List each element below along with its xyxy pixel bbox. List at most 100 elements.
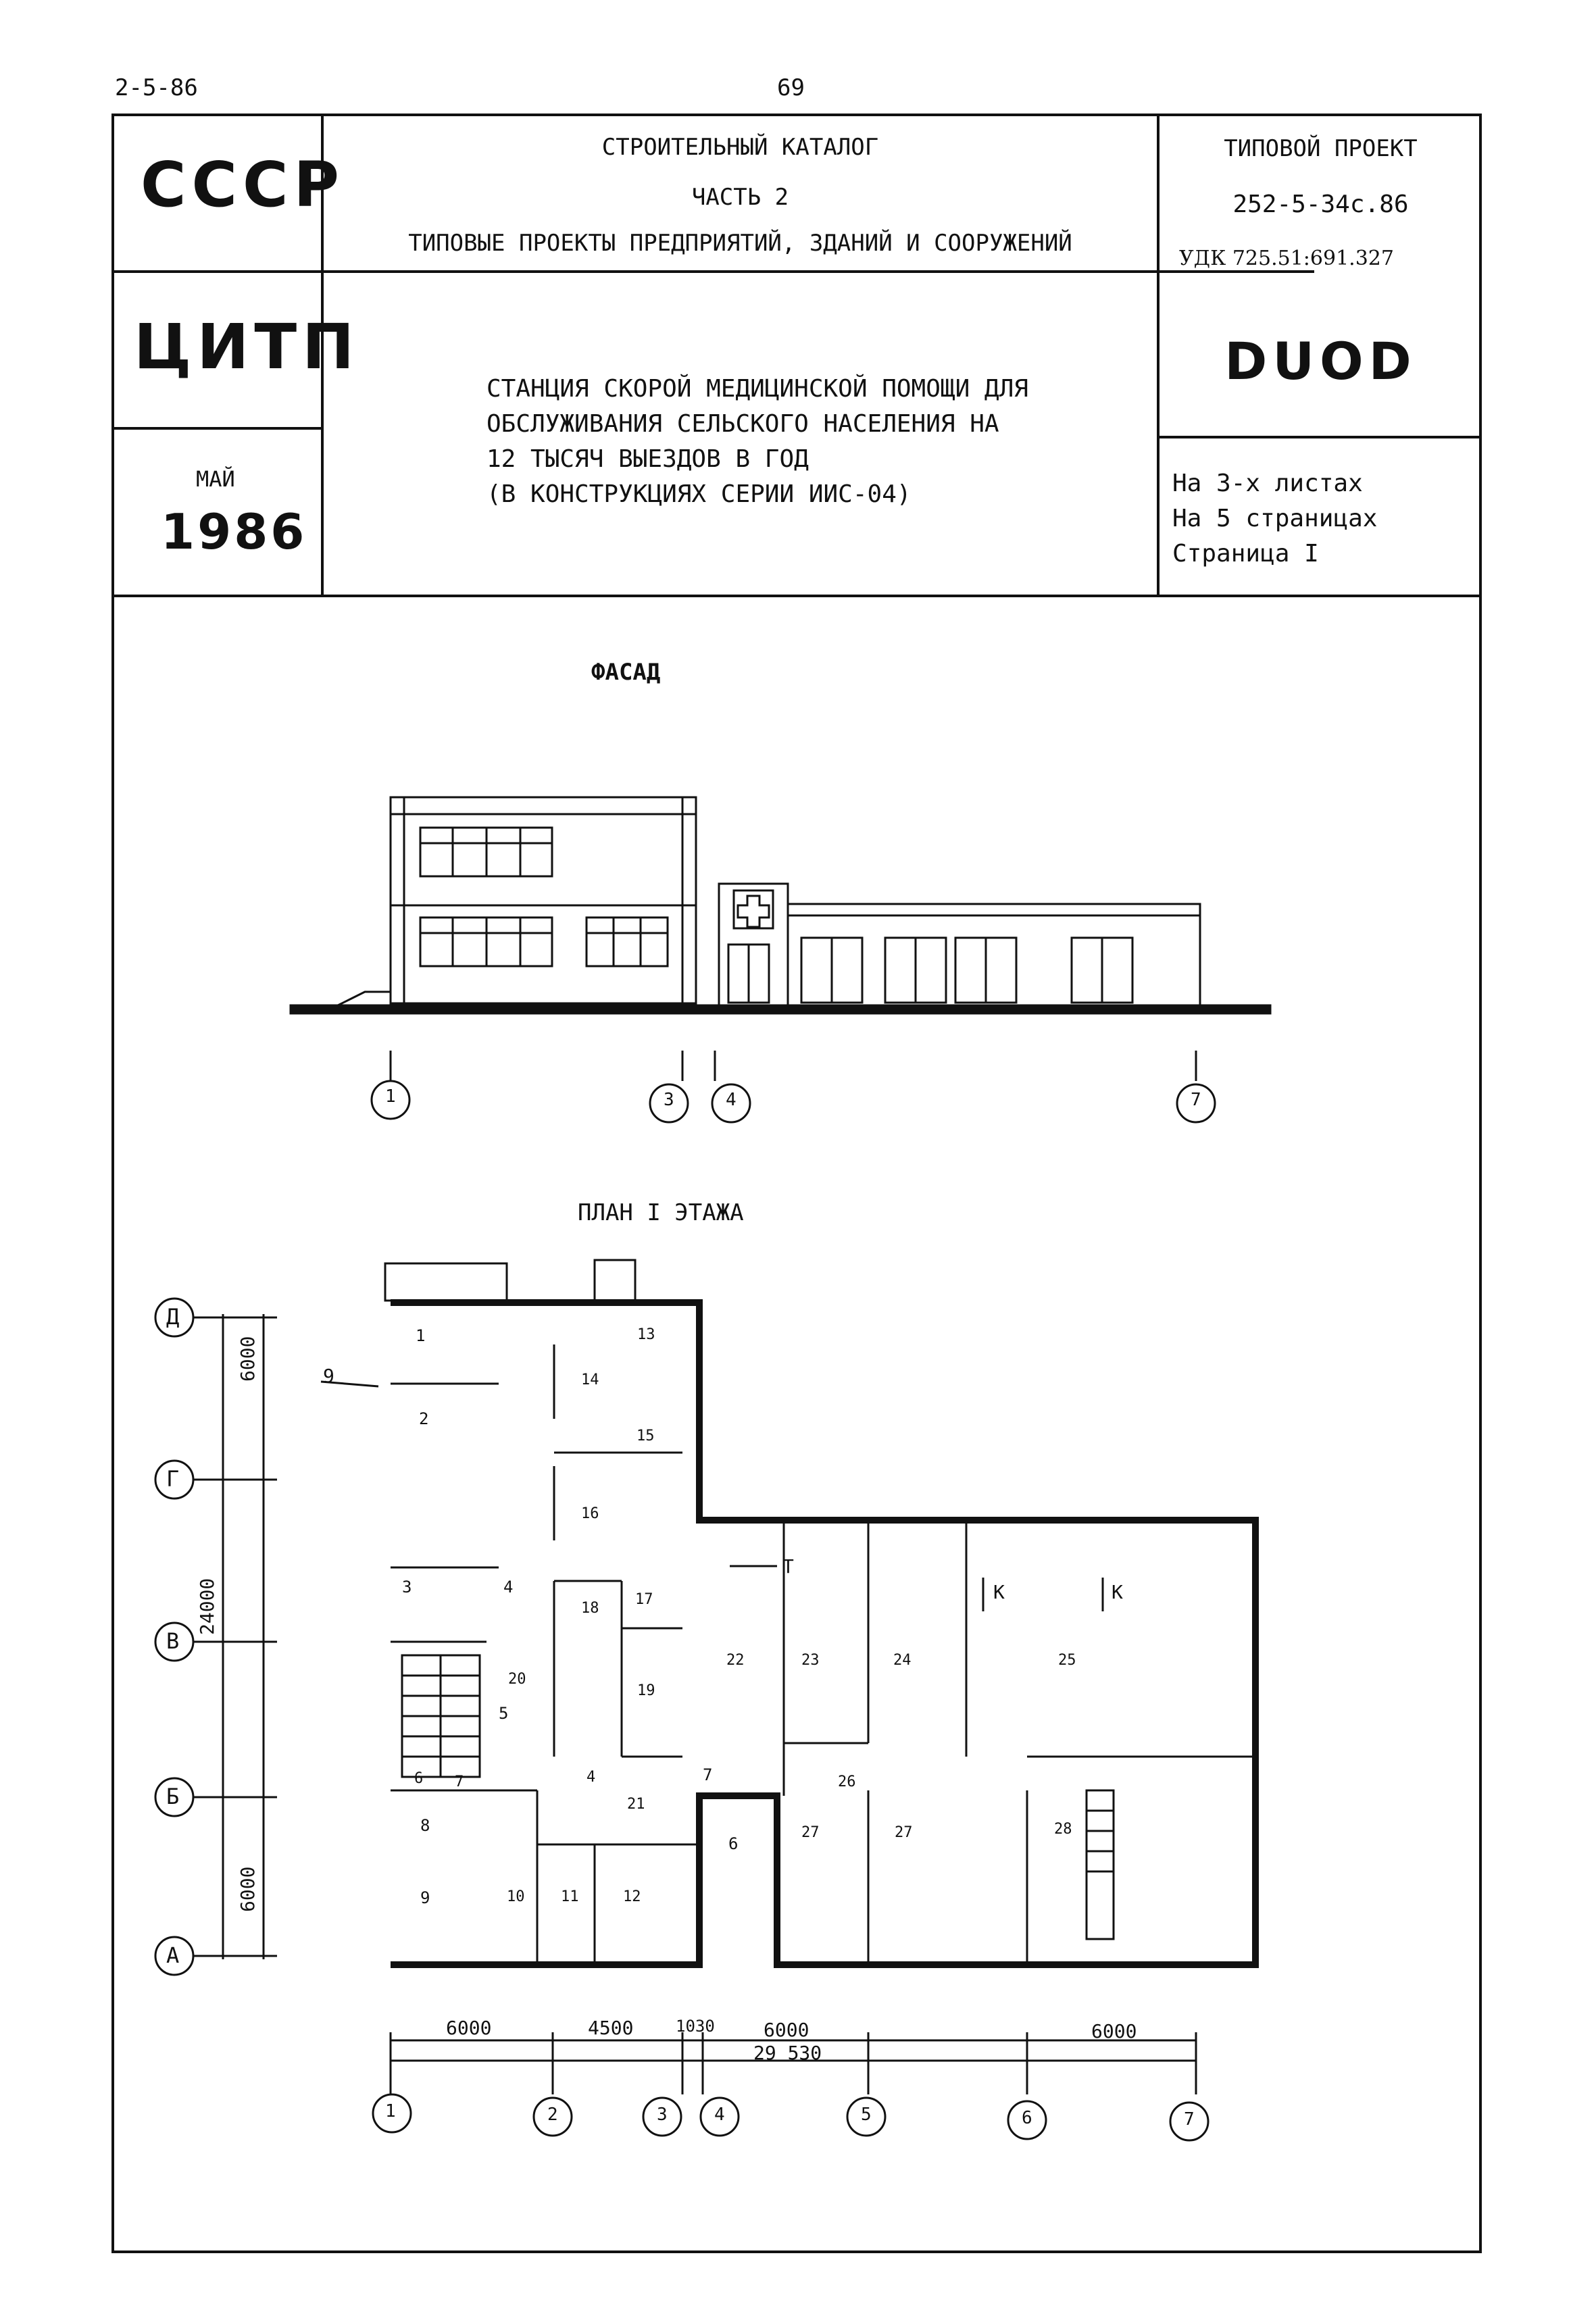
plan-drawing — [154, 1259, 1259, 2142]
row-axis-a: А — [166, 1942, 180, 1968]
total-dim: 29 530 — [753, 2042, 822, 2064]
facade-axis-4: 4 — [726, 1090, 737, 1110]
facade-window-lower-2 — [585, 916, 669, 967]
room-label: 2 — [419, 1409, 429, 1428]
plan-title: ПЛАН I ЭТАЖА — [578, 1199, 744, 1226]
project-number: 252-5-34с.86 — [1232, 191, 1409, 218]
room-label: 22 — [726, 1652, 745, 1669]
header-divider-bottom — [111, 595, 1482, 597]
header-divider-1 — [111, 270, 1314, 273]
room-label: 23 — [801, 1652, 820, 1669]
room-label: 18 — [581, 1600, 599, 1617]
room-label: 25 — [1058, 1652, 1076, 1669]
title-line-3: 12 ТЫСЯЧ ВЫЕЗДОВ В ГОД — [487, 445, 809, 473]
col-dim-4: 6000 — [764, 2019, 809, 2041]
facade-axis-7: 7 — [1191, 1090, 1201, 1110]
room-label: 4 — [503, 1578, 514, 1596]
room-label: 8 — [420, 1816, 430, 1835]
room-label: 12 — [623, 1888, 641, 1905]
room-label: 1 — [416, 1326, 426, 1345]
month-label: МАЙ — [196, 466, 235, 492]
catalog-line-2: ЧАСТЬ 2 — [691, 184, 789, 211]
header-divider-2 — [111, 427, 321, 430]
room-label: 27 — [801, 1824, 820, 1841]
col-axis-7: 7 — [1184, 2109, 1195, 2130]
room-label: 3 — [402, 1578, 412, 1596]
row-axis-g: Г — [166, 1466, 180, 1492]
udk-code: УДК 725.51:691.327 — [1179, 247, 1394, 270]
room-label: 20 — [508, 1671, 526, 1688]
header-vline-1 — [321, 114, 324, 596]
room-label: 6 — [414, 1770, 424, 1787]
facade-drawing — [289, 796, 1272, 1124]
catalog-line-3: ТИПОВЫЕ ПРОЕКТЫ ПРЕДПРИЯТИЙ, ЗДАНИЙ И СО… — [408, 230, 1072, 257]
room-label: 4 — [587, 1769, 596, 1786]
room-label: 7 — [455, 1774, 464, 1790]
row-dim-bottom: 6000 — [236, 1866, 259, 1912]
room-label: 28 — [1054, 1821, 1072, 1838]
col-axis-6: 6 — [1022, 2108, 1032, 2128]
row-axis-d: Д — [166, 1304, 180, 1330]
entrance-mark-9: 9 — [323, 1365, 334, 1387]
room-label: 5 — [499, 1704, 509, 1723]
room-label: 10 — [507, 1888, 525, 1905]
col-axis-5: 5 — [861, 2105, 872, 2125]
header-divider-3 — [1157, 436, 1482, 438]
year-label: 1986 — [161, 503, 307, 560]
header-vline-2 — [1157, 114, 1159, 596]
project-title: СТАНЦИЯ СКОРОЙ МЕДИЦИНСКОЙ ПОМОЩИ ДЛЯ ОБ… — [487, 372, 1028, 512]
room-label: 11 — [561, 1888, 579, 1905]
col-dim-2: 4500 — [588, 2017, 634, 2039]
page-number: 69 — [777, 74, 805, 101]
citp-label: ЦИТП — [134, 311, 360, 383]
row-axis-b: Б — [166, 1784, 180, 1809]
entrance-mark-k1: К — [993, 1581, 1005, 1603]
col-dim-5: 6000 — [1091, 2020, 1137, 2042]
entrance-mark-k2: К — [1112, 1581, 1123, 1603]
room-label: 17 — [635, 1591, 653, 1608]
plan-inspection-pit — [1085, 1789, 1115, 1940]
sheets-info: На 3-х листах На 5 страницах Страница I — [1172, 466, 1377, 572]
room-label: 9 — [420, 1888, 430, 1907]
col-dim-3: 1030 — [676, 2017, 715, 2036]
catalog-line-1: СТРОИТЕЛЬНЫЙ КАТАЛОГ — [601, 134, 879, 161]
room-label: 21 — [627, 1796, 645, 1813]
facade-ground — [289, 1004, 1272, 1015]
facade-axis-1: 1 — [385, 1086, 396, 1107]
code-mark: DUOD — [1224, 331, 1417, 391]
facade-garage — [787, 903, 1201, 1007]
page-frame — [111, 114, 1482, 2253]
col-axis-4: 4 — [714, 2105, 725, 2125]
row-dim-total: 24000 — [196, 1578, 218, 1635]
room-label: 14 — [581, 1372, 599, 1388]
room-label: 13 — [637, 1326, 655, 1343]
room-label: 15 — [637, 1428, 655, 1444]
row-dim-top: 6000 — [236, 1336, 259, 1382]
col-axis-3: 3 — [657, 2105, 668, 2125]
page-code: 2-5-86 — [115, 74, 198, 101]
sheets-line-3: Страница I — [1172, 540, 1319, 568]
room-label: 24 — [893, 1652, 912, 1669]
row-axis-v: В — [166, 1628, 180, 1654]
room-label: 27 — [895, 1824, 913, 1841]
col-dim-1: 6000 — [446, 2017, 492, 2039]
room-label: 19 — [637, 1682, 655, 1699]
title-line-1: СТАНЦИЯ СКОРОЙ МЕДИЦИНСКОЙ ПОМОЩИ ДЛЯ — [487, 375, 1028, 403]
sheets-line-1: На 3-х листах — [1172, 470, 1363, 497]
project-label: ТИПОВОЙ ПРОЕКТ — [1224, 135, 1418, 162]
red-cross-icon — [732, 889, 774, 930]
room-label: 16 — [581, 1505, 599, 1522]
sheets-line-2: На 5 страницах — [1172, 505, 1378, 532]
col-axis-2: 2 — [547, 2105, 558, 2125]
plan-outer-wall — [391, 1299, 1259, 1968]
facade-axis-3: 3 — [664, 1090, 674, 1110]
entrance-mark-t: Т — [782, 1555, 794, 1578]
ussr-label: СССР — [141, 149, 345, 221]
facade-title: ФАСАД — [591, 659, 661, 686]
room-label: 6 — [728, 1834, 739, 1853]
room-label: 7 — [703, 1765, 713, 1784]
title-line-2: ОБСЛУЖИВАНИЯ СЕЛЬСКОГО НАСЕЛЕНИЯ НА — [487, 410, 999, 438]
facade-block-two-storey — [389, 796, 697, 1005]
room-label: 26 — [838, 1774, 856, 1790]
